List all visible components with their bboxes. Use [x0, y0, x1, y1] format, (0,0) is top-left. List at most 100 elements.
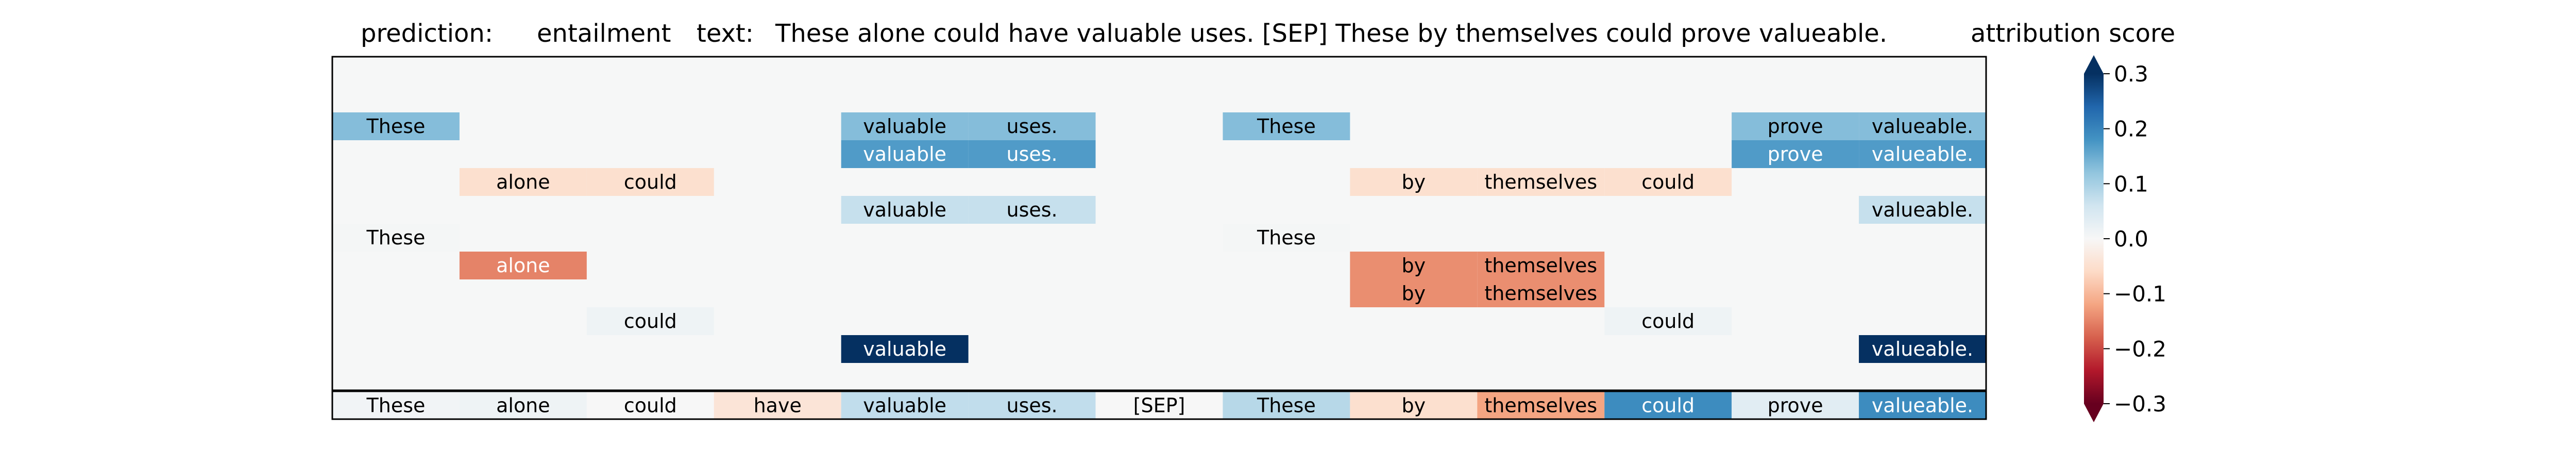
- summary-cell-token: These: [1257, 394, 1316, 417]
- heatmap-cell: These: [1223, 112, 1350, 140]
- prediction-value: entailment: [537, 19, 671, 48]
- heatmap-cell-token: by: [1402, 282, 1426, 305]
- heatmap-cell-fill: [1859, 112, 1986, 140]
- heatmap-cell: valueable.: [1859, 335, 1986, 363]
- colorbar-tick-label: −0.2: [2114, 336, 2166, 361]
- heatmap-cell-token: These: [366, 226, 426, 249]
- heatmap-cell-fill: [1477, 252, 1605, 279]
- heatmap-cell: alone: [459, 168, 587, 196]
- heatmap-cell-fill: [586, 168, 714, 196]
- heatmap-cell-fill: [1223, 112, 1350, 140]
- heatmap-cell: uses.: [968, 112, 1096, 140]
- heatmap-cell-fill: [1859, 196, 1986, 224]
- heatmap-cell-token: uses.: [1007, 198, 1058, 221]
- summary-cell-fill: [586, 392, 714, 419]
- summary-cell-fill: [459, 392, 587, 419]
- heatmap-cell: valueable.: [1859, 140, 1986, 168]
- summary-cell: uses.: [968, 392, 1096, 419]
- heatmap-cell: uses.: [968, 196, 1096, 224]
- heatmap-cell-fill: [1732, 140, 1859, 168]
- heatmap-cell-fill: [841, 335, 969, 363]
- heatmap-cell-token: valuable: [863, 115, 946, 138]
- summary-cell: by: [1350, 392, 1478, 419]
- heatmap-cell-fill: [459, 252, 587, 279]
- heatmap-cell: These: [332, 112, 460, 140]
- summary-cell: valuable: [841, 392, 969, 419]
- heatmap-cell-token: These: [1257, 115, 1316, 138]
- heatmap-cell-token: could: [1641, 310, 1694, 333]
- heatmap-cell-fill: [1477, 279, 1605, 307]
- heatmap-cell-token: These: [366, 115, 426, 138]
- heatmap-cell-token: themselves: [1484, 254, 1597, 277]
- heatmap-frame: [331, 56, 1987, 420]
- heatmap-cell-fill: [459, 168, 587, 196]
- heatmap-cell: could: [1604, 168, 1732, 196]
- summary-cell: could: [586, 392, 714, 419]
- heatmap-cell-token: valuable: [863, 198, 946, 221]
- heatmap-cell-token: valueable.: [1872, 115, 1973, 138]
- summary-cell-fill: [1732, 392, 1859, 419]
- heatmap-cell: prove: [1732, 140, 1859, 168]
- heatmap-cell-token: valuable: [863, 143, 946, 165]
- heatmap-cell-token: themselves: [1484, 171, 1597, 193]
- heatmap-cell-fill: [332, 224, 460, 252]
- colorbar-tick-label: 0.2: [2114, 117, 2148, 142]
- summary-cell-fill: [968, 392, 1096, 419]
- heatmap-cell-token: could: [624, 171, 677, 193]
- summary-cell-token: could: [624, 394, 677, 417]
- summary-cell-fill: [841, 392, 969, 419]
- heatmap-cell-fill: [968, 112, 1096, 140]
- heatmap-cell: themselves: [1477, 252, 1605, 279]
- heatmap-cell-fill: [1223, 224, 1350, 252]
- heatmap-cell: valuable: [841, 196, 969, 224]
- summary-cell-fill: [1604, 392, 1732, 419]
- summary-cell-token: valueable.: [1872, 394, 1973, 417]
- summary-cell-fill: [714, 392, 841, 419]
- heatmap-cell-token: by: [1402, 171, 1426, 193]
- colorbar: attribution score 0.30.20.10.0−0.1−0.2−0…: [1971, 19, 2175, 422]
- heatmap-cell: by: [1350, 279, 1478, 307]
- heatmap-cell: uses.: [968, 140, 1096, 168]
- heatmap-cell-token: by: [1402, 254, 1426, 277]
- summary-cell-token: prove: [1768, 394, 1823, 417]
- summary-cell: These: [332, 392, 460, 419]
- heatmap-cell-fill: [1604, 168, 1732, 196]
- heatmap-cell: by: [1350, 168, 1478, 196]
- heatmap-cell-fill: [332, 112, 460, 140]
- colorbar-tick-label: −0.1: [2114, 281, 2166, 307]
- heatmap-cell-fill: [1350, 252, 1478, 279]
- text-value: These alone could have valuable uses. [S…: [775, 19, 1887, 48]
- heatmap-cell: themselves: [1477, 168, 1605, 196]
- summary-cell-token: could: [1641, 394, 1694, 417]
- heatmap-cell: could: [1604, 307, 1732, 335]
- summary-cell-token: have: [754, 394, 802, 417]
- heatmap-cell-fill: [968, 140, 1096, 168]
- colorbar-tick-label: −0.3: [2114, 391, 2166, 417]
- summary-cell-fill: [1477, 392, 1605, 419]
- colorbar-tick-label: 0.1: [2114, 171, 2148, 196]
- text-label: text:: [697, 19, 754, 48]
- summary-cell-fill: [1095, 392, 1223, 419]
- heatmap-cell: themselves: [1477, 279, 1605, 307]
- heatmap-cell: alone: [459, 252, 587, 279]
- heatmap-cell-fill: [841, 112, 969, 140]
- heatmap-cell: by: [1350, 252, 1478, 279]
- summary-cell-token: [SEP]: [1133, 394, 1185, 417]
- heatmap-cell: valueable.: [1859, 112, 1986, 140]
- heatmap-cell-token: uses.: [1007, 115, 1058, 138]
- summary-cell-fill: [1350, 392, 1478, 419]
- colorbar-tick-label: 0.3: [2114, 61, 2148, 87]
- heatmap-cell-token: These: [1257, 226, 1316, 249]
- heatmap-cell-token: could: [1641, 171, 1694, 193]
- heatmap-cell-token: valueable.: [1872, 338, 1973, 360]
- heatmap-cell: valuable: [841, 140, 969, 168]
- summary-cell-token: themselves: [1484, 394, 1597, 417]
- colorbar-title: attribution score: [1971, 19, 2175, 48]
- summary-cell-fill: [1859, 392, 1986, 419]
- summary-cell: prove: [1732, 392, 1859, 419]
- heatmap-cell-fill: [1732, 112, 1859, 140]
- summary-cell: These: [1223, 392, 1350, 419]
- summary-cell: alone: [459, 392, 587, 419]
